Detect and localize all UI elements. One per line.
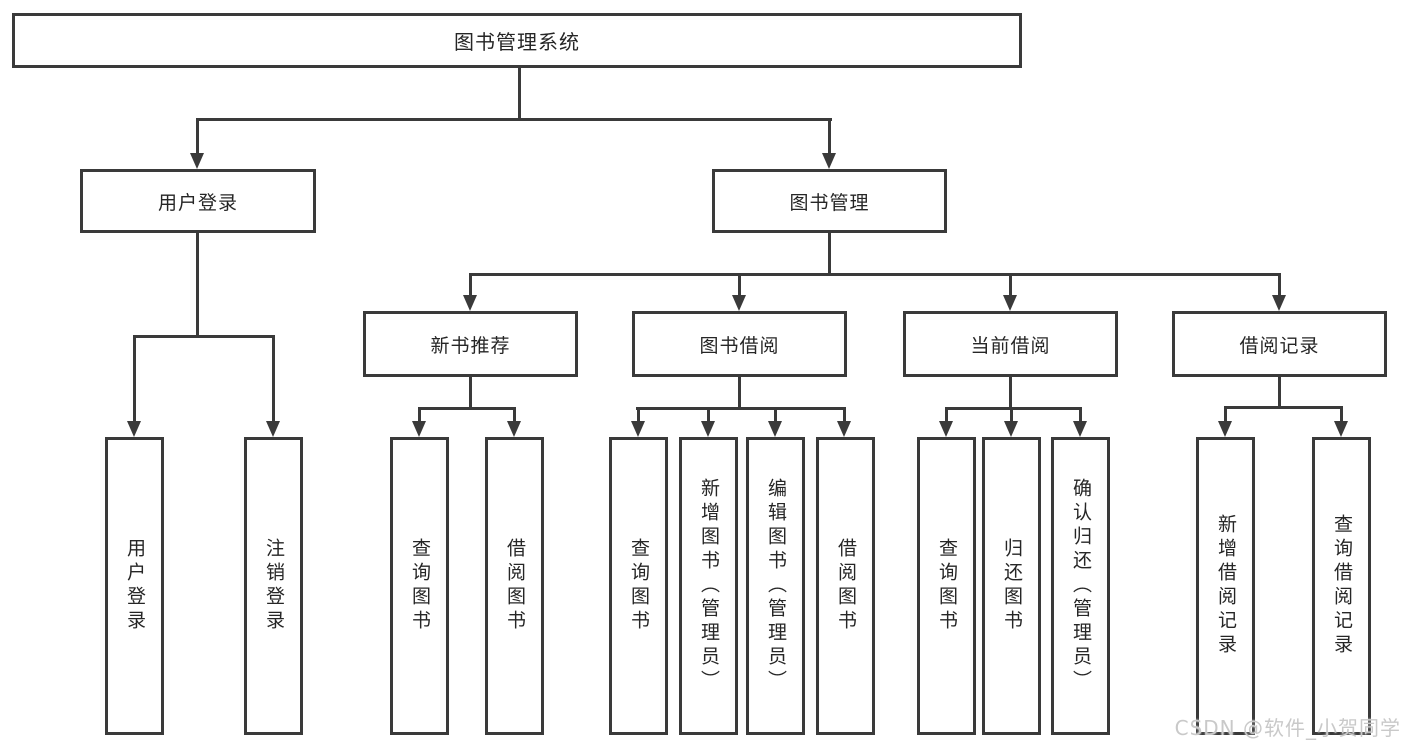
arrow-down-icon bbox=[412, 421, 426, 437]
leaf-query-books-current: 查询图书 bbox=[917, 437, 976, 735]
node-label: 确认归还（管理员） bbox=[1070, 478, 1092, 694]
connector-vline bbox=[469, 377, 472, 407]
node-label: 借阅记录 bbox=[1239, 334, 1320, 357]
arrow-down-icon bbox=[463, 295, 477, 311]
node-label: 图书管理 bbox=[789, 191, 870, 214]
leaf-query-books-recommend: 查询图书 bbox=[390, 437, 449, 735]
connector-hline bbox=[469, 273, 1280, 276]
arrow-down-icon bbox=[507, 421, 521, 437]
connector-vline bbox=[469, 273, 472, 295]
arrow-down-icon bbox=[1272, 295, 1286, 311]
arrow-down-icon bbox=[266, 421, 280, 437]
connector-hline bbox=[418, 407, 516, 410]
node-library-management-system: 图书管理系统 bbox=[12, 13, 1022, 68]
connector-vline bbox=[637, 407, 640, 421]
csdn-watermark: CSDN @软件_小贺同学 bbox=[1174, 716, 1401, 740]
leaf-borrow-books-borrowing: 借阅图书 bbox=[816, 437, 875, 735]
node-label: 用户登录 bbox=[124, 538, 146, 634]
connector-vline bbox=[738, 273, 741, 295]
connector-vline bbox=[196, 118, 199, 153]
connector-vline bbox=[1340, 406, 1343, 421]
node-label: 图书借阅 bbox=[699, 334, 780, 357]
connector-hline bbox=[196, 118, 832, 121]
leaf-return-books: 归还图书 bbox=[982, 437, 1041, 735]
node-label: 当前借阅 bbox=[970, 334, 1051, 357]
connector-vline bbox=[828, 233, 831, 273]
connector-vline bbox=[518, 67, 521, 118]
leaf-logout: 注销登录 bbox=[244, 437, 303, 735]
connector-vline bbox=[418, 407, 421, 421]
connector-vline bbox=[1009, 273, 1012, 295]
node-book-management: 图书管理 bbox=[712, 169, 947, 233]
node-label: 借阅图书 bbox=[504, 538, 526, 634]
arrow-down-icon bbox=[1004, 421, 1018, 437]
node-label: 用户登录 bbox=[157, 191, 238, 214]
leaf-user-login: 用户登录 bbox=[105, 437, 164, 735]
connector-hline bbox=[133, 335, 275, 338]
node-label: 图书管理系统 bbox=[454, 30, 580, 54]
node-label: 新增借阅记录 bbox=[1215, 514, 1237, 658]
connector-hline bbox=[636, 407, 846, 410]
connector-vline bbox=[1278, 273, 1281, 295]
arrow-down-icon bbox=[1334, 421, 1348, 437]
arrow-down-icon bbox=[768, 421, 782, 437]
connector-vline bbox=[945, 407, 948, 421]
arrow-down-icon bbox=[190, 153, 204, 169]
leaf-add-borrow-record: 新增借阅记录 bbox=[1196, 437, 1255, 735]
node-label: 注销登录 bbox=[263, 538, 285, 634]
connector-vline bbox=[513, 407, 516, 421]
node-user-login: 用户登录 bbox=[80, 169, 316, 233]
node-label: 查询图书 bbox=[628, 538, 650, 634]
node-label: 借阅图书 bbox=[835, 538, 857, 634]
node-borrowing-records: 借阅记录 bbox=[1172, 311, 1387, 377]
arrow-down-icon bbox=[1218, 421, 1232, 437]
connector-hline bbox=[945, 407, 1082, 410]
node-label: 新书推荐 bbox=[430, 334, 511, 357]
connector-vline bbox=[196, 233, 199, 335]
connector-vline bbox=[1010, 407, 1013, 421]
node-new-book-recommendation: 新书推荐 bbox=[363, 311, 578, 377]
connector-vline bbox=[843, 407, 846, 421]
arrow-down-icon bbox=[127, 421, 141, 437]
arrow-down-icon bbox=[732, 295, 746, 311]
node-label: 编辑图书（管理员） bbox=[765, 478, 787, 694]
connector-hline bbox=[1224, 406, 1343, 409]
node-label: 查询借阅记录 bbox=[1331, 514, 1353, 658]
connector-vline bbox=[1079, 407, 1082, 421]
connector-vline bbox=[707, 407, 710, 421]
node-current-borrowing: 当前借阅 bbox=[903, 311, 1118, 377]
connector-vline bbox=[774, 407, 777, 421]
leaf-edit-book-admin: 编辑图书（管理员） bbox=[746, 437, 805, 735]
node-label: 归还图书 bbox=[1001, 538, 1023, 634]
leaf-confirm-return-admin: 确认归还（管理员） bbox=[1051, 437, 1110, 735]
arrow-down-icon bbox=[1073, 421, 1087, 437]
connector-vline bbox=[738, 377, 741, 407]
connector-vline bbox=[1224, 406, 1227, 421]
leaf-query-borrow-record: 查询借阅记录 bbox=[1312, 437, 1371, 735]
node-label: 查询图书 bbox=[409, 538, 431, 634]
node-label: 新增图书（管理员） bbox=[698, 478, 720, 694]
connector-vline bbox=[828, 118, 831, 153]
connector-vline bbox=[1009, 377, 1012, 407]
arrow-down-icon bbox=[939, 421, 953, 437]
node-label: 查询图书 bbox=[936, 538, 958, 634]
leaf-add-book-admin: 新增图书（管理员） bbox=[679, 437, 738, 735]
leaf-borrow-books-recommend: 借阅图书 bbox=[485, 437, 544, 735]
arrow-down-icon bbox=[1003, 295, 1017, 311]
arrow-down-icon bbox=[837, 421, 851, 437]
arrow-down-icon bbox=[822, 153, 836, 169]
leaf-query-books-borrowing: 查询图书 bbox=[609, 437, 668, 735]
connector-vline bbox=[272, 335, 275, 421]
connector-vline bbox=[133, 335, 136, 421]
connector-vline bbox=[1278, 377, 1281, 406]
node-book-borrowing: 图书借阅 bbox=[632, 311, 847, 377]
arrow-down-icon bbox=[701, 421, 715, 437]
arrow-down-icon bbox=[631, 421, 645, 437]
